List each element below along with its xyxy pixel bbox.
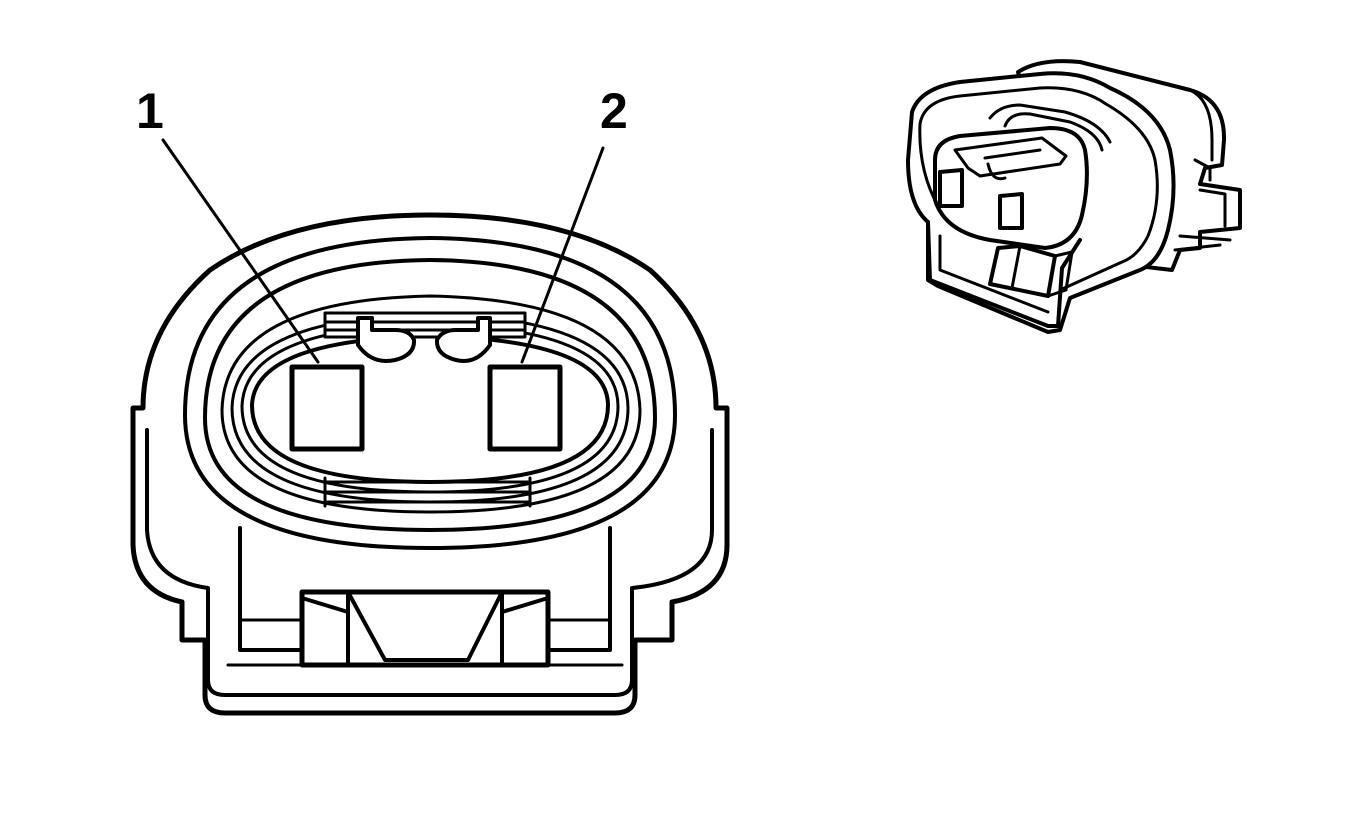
connector-perspective-view [906, 59, 1242, 334]
cavity-outline [250, 334, 610, 484]
latch-3d [988, 244, 1057, 298]
leader-line-2 [520, 146, 605, 364]
lower-housing-3d [926, 220, 1082, 328]
housing-inner-outline [145, 428, 714, 697]
top-key [323, 311, 527, 363]
pin-cavity-2 [487, 364, 563, 452]
leader-line-1 [161, 138, 320, 364]
pin-cavity-3d-2 [998, 192, 1024, 230]
pin-cavity-3d-1 [938, 168, 964, 208]
connector-face-view: 1 2 [130, 83, 730, 716]
pin-cavity-1 [289, 364, 365, 452]
pin-label-2: 2 [600, 83, 628, 139]
key-tongue-3d [953, 136, 1068, 178]
seal-ring-2 [203, 258, 657, 532]
latch [299, 589, 551, 668]
pin-label-1: 1 [136, 83, 164, 139]
seal-ring-1 [183, 236, 677, 550]
